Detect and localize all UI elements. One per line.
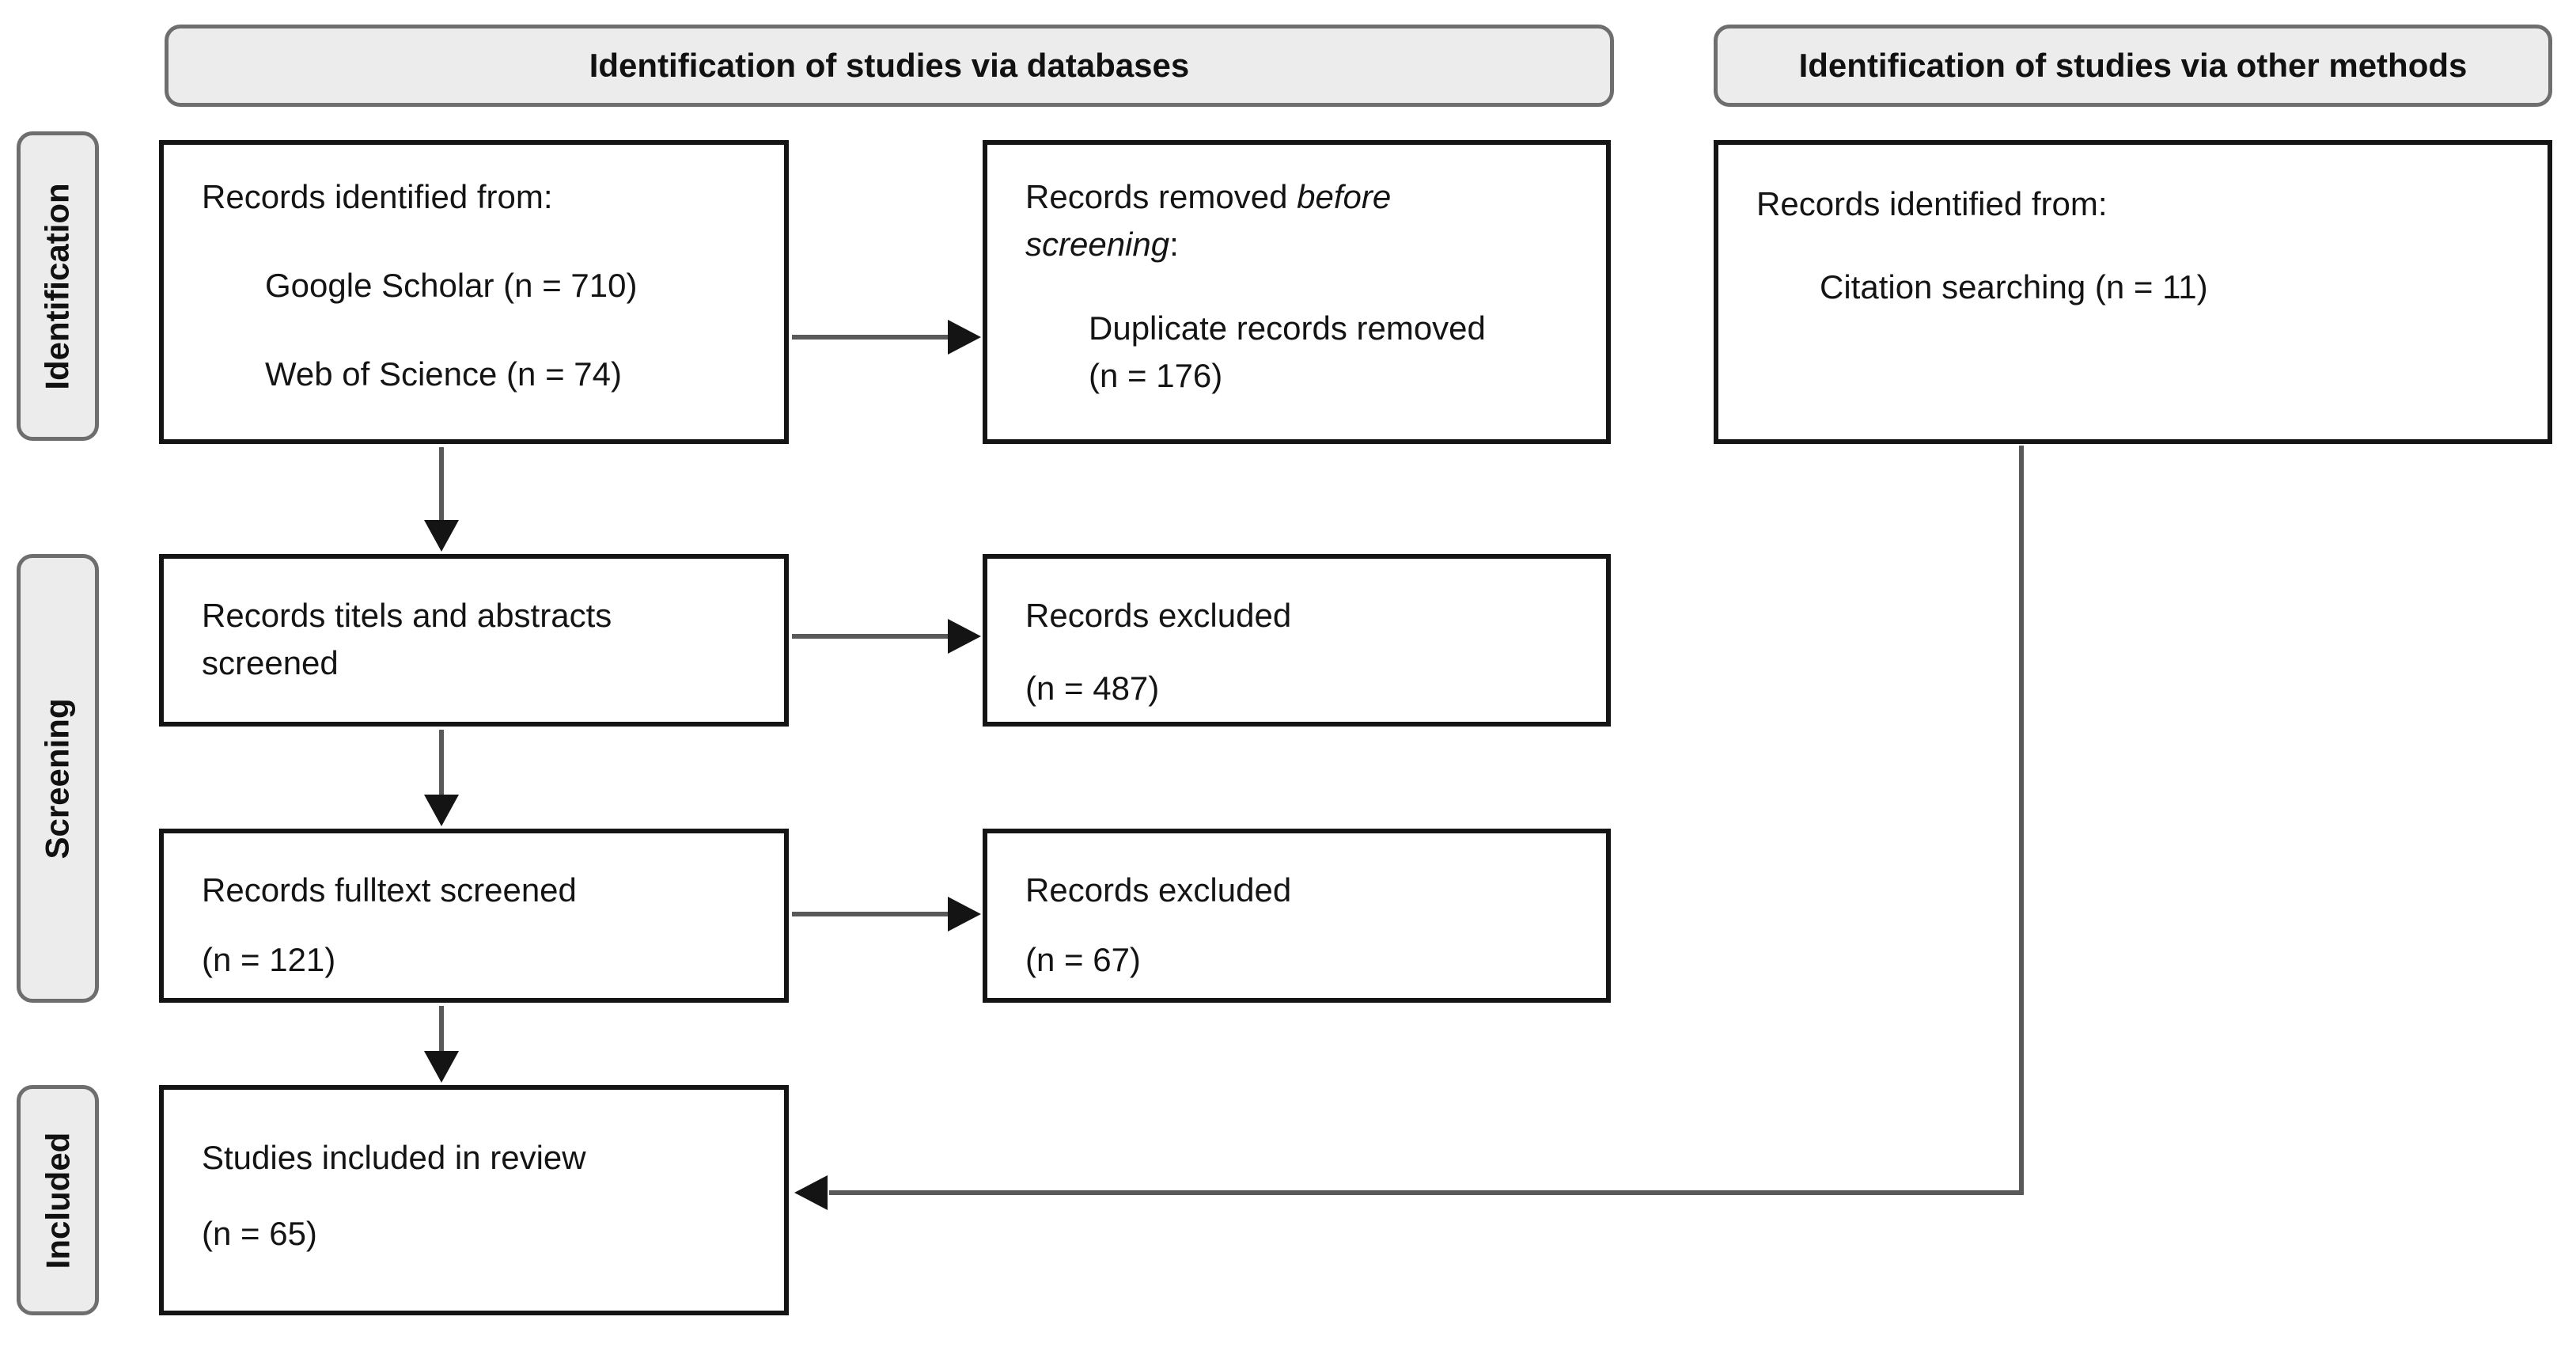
records-identified-title: Records identified from: <box>202 178 553 215</box>
records-removed-title-prefix: Records removed <box>1025 178 1297 215</box>
records-excluded-fulltext-count: (n = 67) <box>1025 941 1141 978</box>
arrow-screening-to-excluded <box>792 619 981 654</box>
records-removed-title-suffix: : <box>1169 226 1179 263</box>
records-identified-other-title: Records identified from: <box>1756 185 2108 222</box>
header-databases-label: Identification of studies via databases <box>589 47 1190 84</box>
duplicate-records-removed-count: (n = 176) <box>1089 357 1223 394</box>
stage-label-screening-text: Screening <box>39 697 77 859</box>
box-records-identified-other: Records identified from: Citation search… <box>1714 140 2552 444</box>
box-records-removed-before-screening: Records removed before screening: Duplic… <box>983 140 1611 444</box>
records-excluded-fulltext-label: Records excluded <box>1025 871 1292 909</box>
records-source-web-of-science: Web of Science (n = 74) <box>265 355 622 393</box>
stage-label-included: Included <box>17 1085 99 1315</box>
titles-abstracts-line1: Records titels and abstracts <box>202 597 612 634</box>
titles-abstracts-line2: screened <box>202 644 339 681</box>
duplicate-records-removed-line: Duplicate records removed <box>1089 309 1486 347</box>
studies-included-label: Studies included in review <box>202 1139 586 1176</box>
records-excluded-screening-label: Records excluded <box>1025 597 1292 634</box>
header-other-methods: Identification of studies via other meth… <box>1714 25 2552 107</box>
stage-label-identification-text: Identification <box>39 182 76 390</box>
arrow-databases-to-screening <box>424 447 459 552</box>
citation-searching-line: Citation searching (n = 11) <box>1820 268 2208 305</box>
fulltext-screened-label: Records fulltext screened <box>202 871 577 909</box>
arrow-screening-to-fulltext <box>424 730 459 826</box>
header-other-methods-label: Identification of studies via other meth… <box>1798 47 2468 84</box>
studies-included-count: (n = 65) <box>202 1215 317 1252</box>
box-records-excluded-fulltext: Records excluded (n = 67) <box>983 829 1611 1003</box>
box-fulltext-screened: Records fulltext screened (n = 121) <box>159 829 789 1003</box>
box-titles-abstracts-screened: Records titels and abstracts screened <box>159 554 789 727</box>
arrow-databases-to-removed <box>792 320 981 355</box>
box-studies-included: Studies included in review (n = 65) <box>159 1085 789 1315</box>
records-removed-title: Records removed before screening: <box>1025 173 1437 268</box>
stage-label-screening: Screening <box>17 554 99 1003</box>
fulltext-screened-count: (n = 121) <box>202 941 336 978</box>
arrow-fulltext-to-excluded <box>792 897 981 932</box>
stage-label-included-text: Included <box>39 1132 76 1269</box>
box-records-identified-databases: Records identified from: Google Scholar … <box>159 140 789 444</box>
header-databases: Identification of studies via databases <box>165 25 1614 107</box>
records-excluded-screening-count: (n = 487) <box>1025 670 1160 707</box>
records-source-google-scholar: Google Scholar (n = 710) <box>265 267 638 304</box>
stage-label-identification: Identification <box>17 131 99 441</box>
arrow-fulltext-to-included <box>424 1006 459 1083</box>
box-records-excluded-screening: Records excluded (n = 487) <box>983 554 1611 727</box>
records-removed-title-italic: before screening <box>1025 178 1392 263</box>
